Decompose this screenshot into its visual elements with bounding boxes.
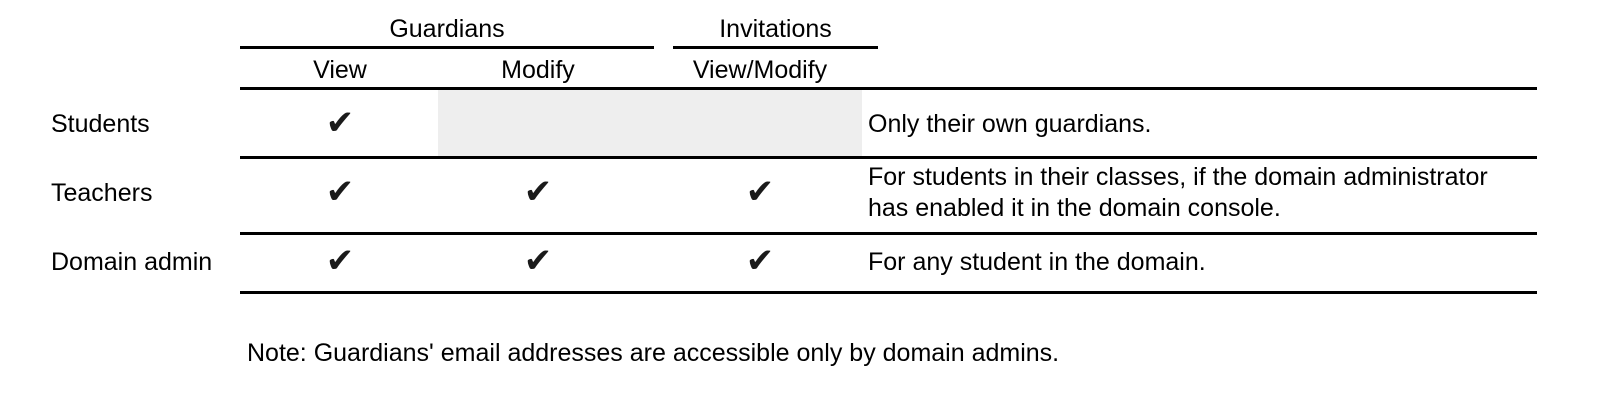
group-header-invitations: Invitations (719, 15, 832, 43)
table-rule-row-teachers (240, 232, 1537, 235)
table-rule-bottom (240, 291, 1537, 294)
check-teachers-guardians-modify: ✔ (523, 172, 553, 212)
table-rule-header (240, 87, 1537, 90)
check-teachers-invitations-view-modify: ✔ (745, 172, 775, 212)
disabled-cell-students-modify (438, 90, 862, 156)
column-header-invitations-view-modify: View/Modify (692, 56, 828, 84)
column-header-guardians-view: View (313, 56, 367, 84)
table-rule-row-students (240, 156, 1537, 159)
description-students: Only their own guardians. (868, 110, 1152, 138)
check-domain-admin-invitations-view-modify: ✔ (745, 241, 775, 281)
group-rule-invitations (673, 46, 878, 49)
description-teachers: For students in their classes, if the do… (868, 163, 1488, 222)
check-teachers-guardians-view: ✔ (325, 172, 355, 212)
check-domain-admin-guardians-modify: ✔ (523, 241, 553, 281)
row-label-domain-admin: Domain admin (51, 248, 213, 276)
check-students-guardians-view: ✔ (325, 103, 355, 143)
description-domain-admin: For any student in the domain. (868, 248, 1206, 276)
table-footnote: Note: Guardians' email addresses are acc… (247, 339, 1060, 367)
row-label-students: Students (51, 110, 150, 138)
group-header-guardians: Guardians (389, 15, 505, 43)
column-header-guardians-modify: Modify (501, 56, 575, 84)
check-domain-admin-guardians-view: ✔ (325, 241, 355, 281)
group-rule-guardians (240, 46, 654, 49)
row-label-teachers: Teachers (51, 179, 153, 207)
